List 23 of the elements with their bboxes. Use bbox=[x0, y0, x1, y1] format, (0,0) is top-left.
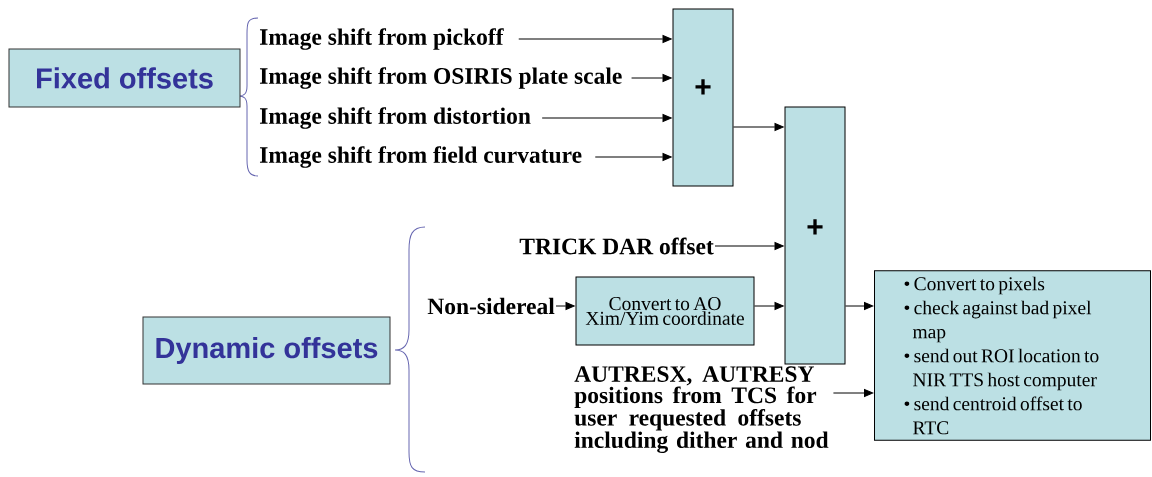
arrow bbox=[555, 302, 575, 310]
output-box: • Convert to pixels • check against bad pixel map • send out ROI location to NIR TTS host computer • send centroid offset to RTC bbox=[874, 270, 1151, 441]
summing-box: + bbox=[672, 8, 734, 187]
fixed-offsets-box: Fixed offsets bbox=[8, 48, 241, 108]
summing-box: + bbox=[784, 106, 846, 365]
arrow bbox=[845, 302, 874, 310]
dynamic-offsets-box: Dynamic offsets bbox=[142, 316, 391, 385]
arrow bbox=[518, 35, 672, 43]
arrow bbox=[733, 123, 784, 131]
input-label: Image shift from distortion bbox=[260, 107, 531, 129]
process-box: Convert to AO Xim/Yim coordinate bbox=[575, 276, 755, 346]
arrow bbox=[754, 302, 784, 310]
input-label: Non-sidereal bbox=[427, 297, 555, 315]
input-label: Image shift from pickoff bbox=[260, 28, 504, 50]
arrow bbox=[832, 389, 874, 397]
arrow bbox=[594, 153, 672, 161]
arrow bbox=[631, 74, 672, 82]
input-label: AUTRESX, AUTRESY positions from TCS for user requested offsets including dither and nod bbox=[574, 366, 829, 453]
arrow bbox=[714, 242, 784, 250]
input-label: Image shift from field curvature bbox=[260, 146, 582, 168]
input-label: Image shift from OSIRIS plate scale bbox=[260, 67, 622, 89]
input-label: TRICK DAR offset bbox=[519, 237, 714, 255]
arrow bbox=[541, 114, 672, 122]
